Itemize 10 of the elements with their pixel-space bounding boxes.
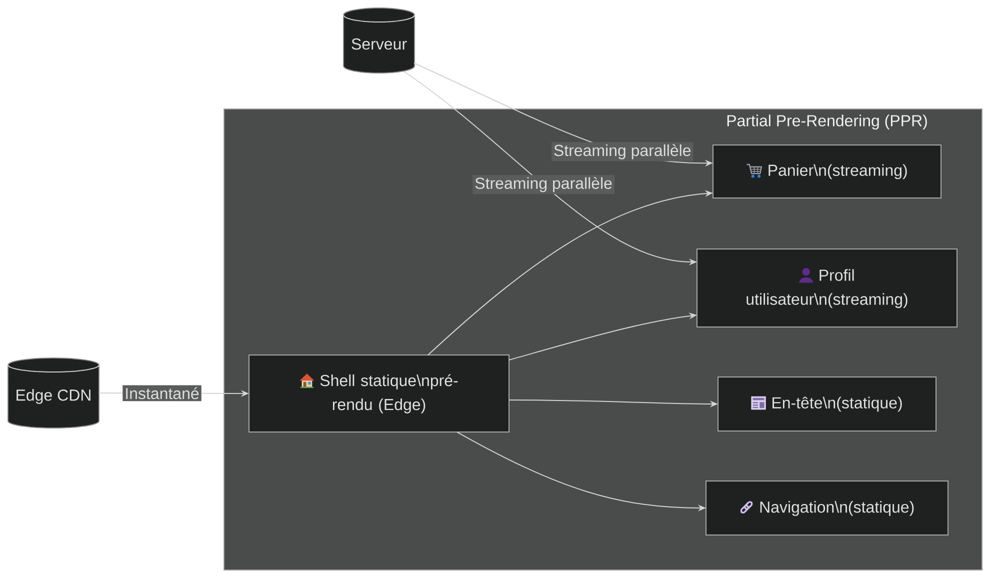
edge-label: Streaming parallèle (472, 175, 614, 194)
component-box: Shell statique\npré-rendu (Edge) (248, 354, 510, 432)
edge-label: Streaming parallèle (551, 142, 694, 162)
component-box: En-tête\n(statique) (718, 376, 936, 432)
component-box: Panier\n(streaming) (712, 144, 942, 198)
database-cylinder: Edge CDN (8, 358, 100, 428)
database-cylinder: Serveur (343, 8, 415, 74)
component-box: Profil utilisateur\n(streaming) (696, 248, 958, 328)
edge-label: Instantané (122, 385, 202, 402)
component-box: Navigation\n(statique) (706, 480, 948, 536)
